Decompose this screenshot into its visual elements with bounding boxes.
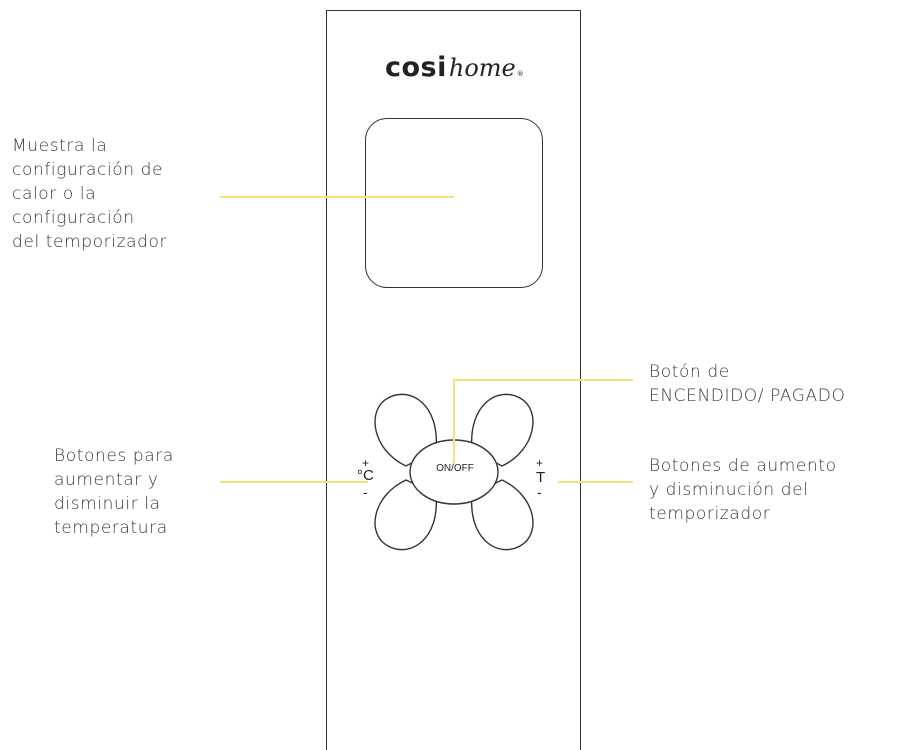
callout-display: Muestra la configuración de calor o la c…	[12, 136, 168, 252]
timer-plus-button[interactable]	[471, 393, 534, 467]
brand-name-script: home	[448, 54, 516, 82]
callout-temperature: Botones para aumentar y disminuir la tem…	[54, 446, 174, 538]
callout-timer: Botones de aumento y disminución del tem…	[649, 456, 837, 524]
temperature-leader-line	[220, 481, 368, 483]
timer-leader-line	[558, 481, 633, 483]
display-leader-line	[220, 196, 454, 198]
brand-logo: cosi home ®	[385, 52, 524, 86]
temp-plus-sign: +	[362, 456, 370, 470]
temp-minus-sign: -	[363, 484, 368, 500]
on-off-label: ON/OFF	[436, 463, 474, 474]
temp-plus-button[interactable]	[374, 393, 437, 467]
timer-minus-button[interactable]	[471, 479, 534, 551]
registered-mark: ®	[516, 70, 524, 78]
callout-power: Botón de ENCENDIDO/ PAGADO	[649, 362, 846, 406]
timer-symbol: T	[536, 469, 546, 486]
temp-minus-button[interactable]	[374, 479, 437, 551]
brand-name-bold: cosi	[385, 52, 447, 83]
power-leader-line-horizontal	[453, 379, 633, 381]
display-screen	[365, 118, 543, 288]
temp-symbol: °C	[357, 467, 374, 484]
power-leader-line-vertical	[453, 379, 455, 463]
timer-plus-sign: +	[536, 456, 544, 470]
timer-minus-sign: -	[537, 484, 542, 500]
